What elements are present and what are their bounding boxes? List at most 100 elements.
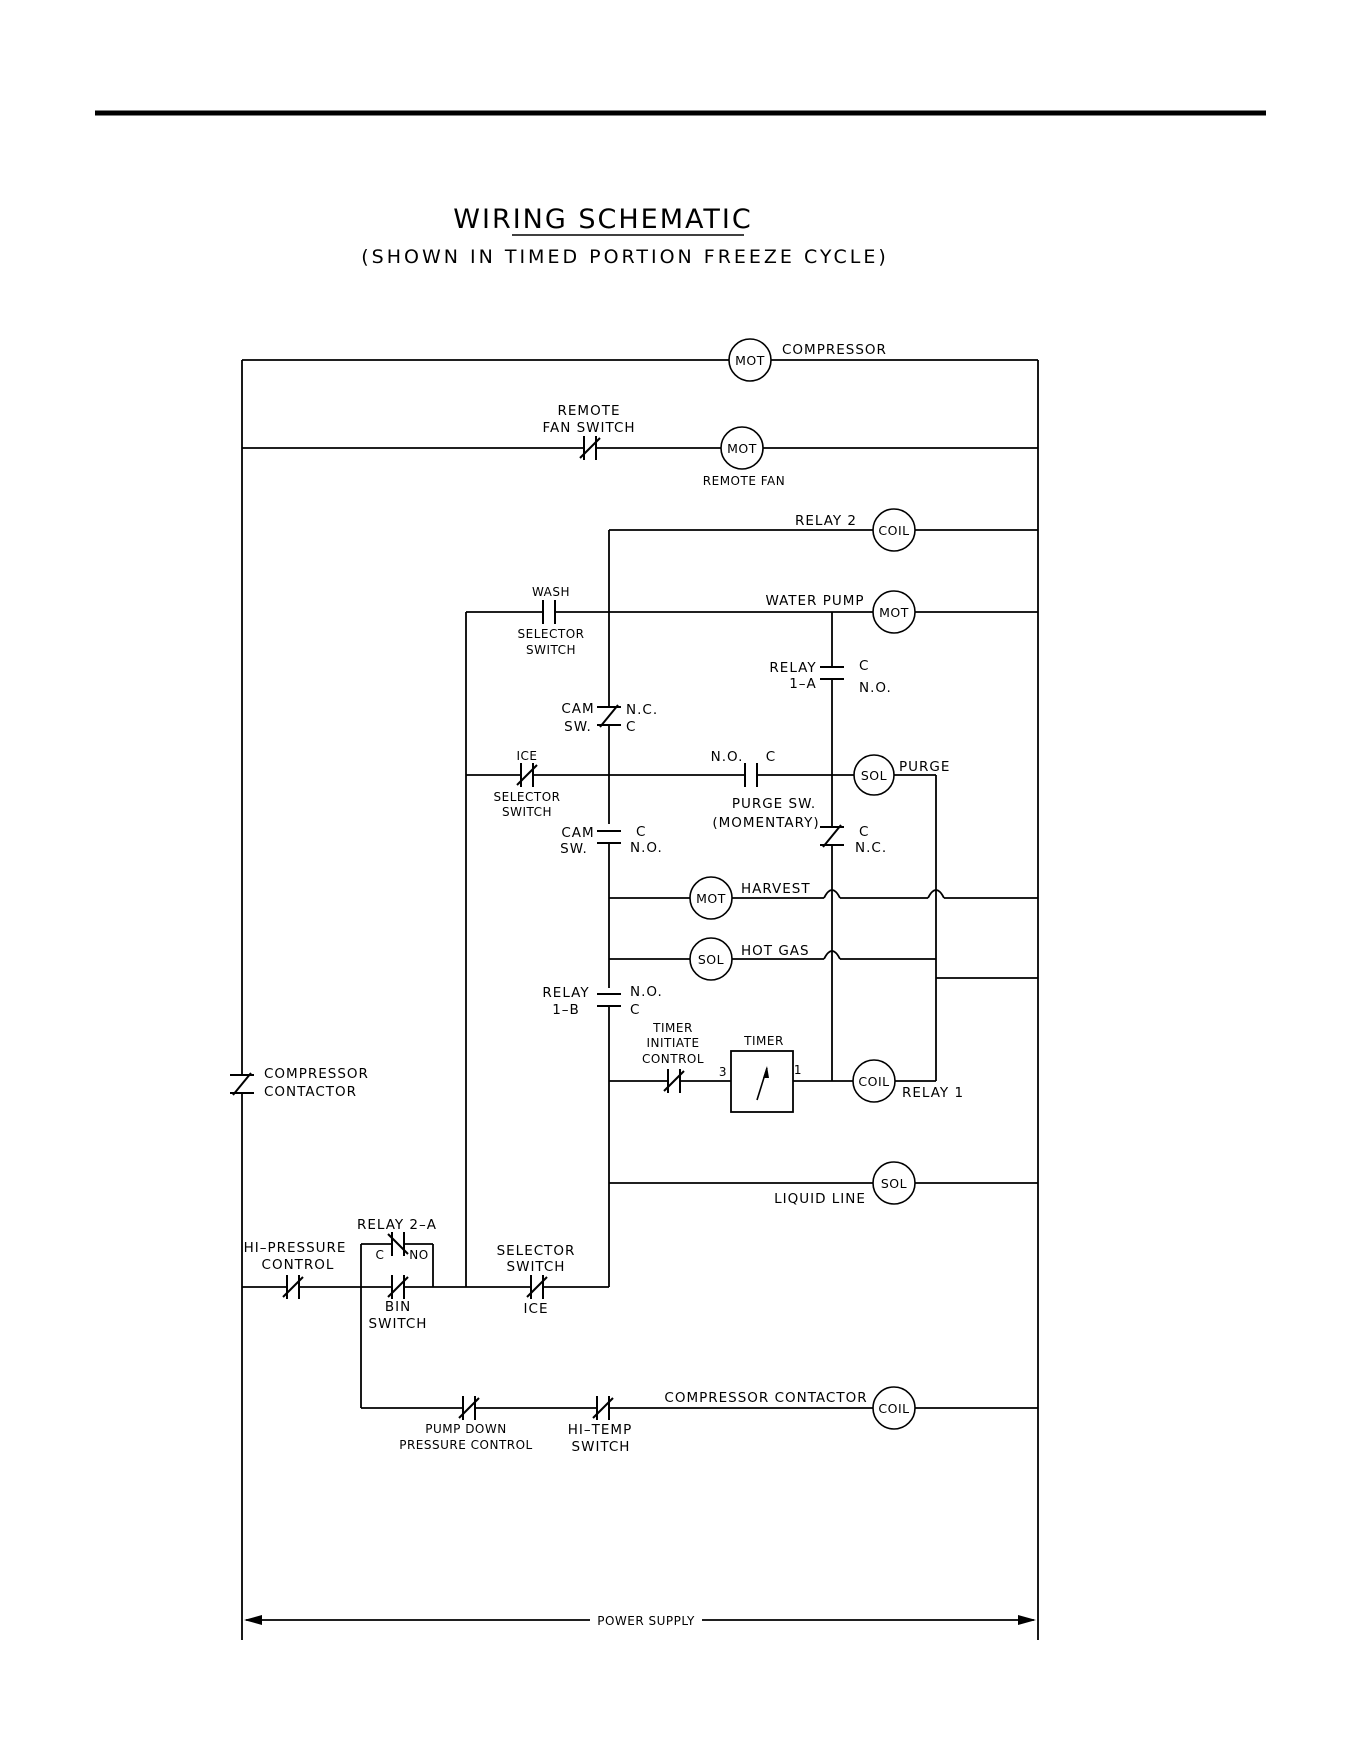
purge-sw-label-2: (MOMENTARY)	[712, 815, 819, 831]
compressor-contactor-coil-label: COMPRESSOR CONTACTOR	[664, 1390, 867, 1406]
selector-ice-label-3: ICE	[524, 1301, 549, 1317]
cam-sw-upper-nc: N.C.	[626, 702, 658, 718]
relay2-line	[608, 529, 1038, 1287]
svg-text:MOT: MOT	[735, 353, 765, 368]
cam-sw-lower-no: N.O.	[630, 840, 663, 856]
relay2-label: RELAY 2	[795, 513, 857, 529]
svg-text:SOL: SOL	[698, 952, 724, 967]
relay2-coil: COIL	[872, 508, 916, 552]
bin-switch-label-1: BIN	[385, 1299, 411, 1315]
compressor-contactor-label-1: COMPRESSOR	[264, 1066, 369, 1082]
compressor-contactor-label-2: CONTACTOR	[264, 1084, 357, 1100]
harvest-motor: MOT	[689, 876, 733, 920]
bin-switch-label-2: SWITCH	[369, 1316, 428, 1332]
harvest-label: HARVEST	[741, 881, 811, 897]
hot-gas-label: HOT GAS	[741, 943, 810, 959]
timer-initiate-label-1: TIMER	[652, 1021, 693, 1035]
purge-sw-label-1: PURGE SW.	[732, 796, 816, 812]
relay-2a-label: RELAY 2–A	[357, 1217, 437, 1233]
svg-text:SOL: SOL	[881, 1176, 907, 1191]
cam-sw-upper-label-1: CAM	[561, 701, 594, 717]
purge-line	[466, 763, 937, 1081]
pump-down-label-1: PUMP DOWN	[425, 1422, 506, 1436]
power-supply-dimension	[244, 1615, 1036, 1625]
purge-solenoid: SOL	[853, 754, 895, 796]
relay-1a-label-1: RELAY	[769, 660, 816, 676]
hi-pressure-label-2: CONTROL	[262, 1257, 335, 1273]
svg-text:SOL: SOL	[861, 768, 887, 783]
remote-fan-label: REMOTE FAN	[703, 474, 785, 488]
schematic-title: WIRING SCHEMATIC	[453, 204, 752, 235]
relay-1a-c: C	[859, 658, 869, 674]
svg-text:MOT: MOT	[879, 605, 909, 620]
control-circuit-line	[242, 1232, 1038, 1420]
timer-initiate-label-2: INITIATE	[646, 1036, 699, 1050]
remote-fan-line	[242, 436, 1038, 460]
ice-selector-label-1: SELECTOR	[494, 790, 561, 804]
water-pump-line	[465, 600, 1038, 1287]
relay-1b-no: N.O.	[630, 984, 663, 1000]
pump-down-label-2: PRESSURE CONTROL	[399, 1438, 533, 1452]
timer-line	[609, 1050, 936, 1113]
schematic-subtitle: (SHOWN IN TIMED PORTION FREEZE CYCLE)	[361, 246, 889, 268]
remote-fan-switch-label-2: FAN SWITCH	[542, 420, 635, 436]
compressor-contactor-contact	[230, 1072, 254, 1096]
relay-1b-contact	[597, 993, 621, 1007]
cam-sw-lower-label-1: CAM	[561, 825, 594, 841]
harvest-line	[609, 889, 1038, 899]
relay-1a-label-2: 1–A	[789, 676, 817, 692]
cam-sw-upper-label-2: SW.	[564, 719, 592, 735]
remote-fan-switch-label-1: REMOTE	[558, 403, 621, 419]
water-pump-label: WATER PUMP	[765, 593, 864, 609]
hi-temp-label-2: SWITCH	[572, 1439, 631, 1455]
cam-sw-upper-c: C	[626, 719, 636, 735]
relay1-coil: COIL	[852, 1059, 896, 1103]
purge-sw-c: C	[766, 749, 776, 765]
relay-1b-c: C	[630, 1002, 640, 1018]
cam-switch-lower	[597, 830, 621, 844]
svg-text:COIL: COIL	[878, 1401, 909, 1416]
hi-temp-label-1: HI–TEMP	[568, 1422, 632, 1438]
relay-1b-label-2: 1–B	[552, 1002, 580, 1018]
selector-ice-label-2: SWITCH	[507, 1259, 566, 1275]
water-pump-motor: MOT	[872, 590, 916, 634]
compressor-contactor-coil: COIL	[872, 1386, 916, 1430]
cam-sw-lower-label-2: SW.	[560, 841, 588, 857]
remote-fan-motor: MOT	[720, 426, 764, 470]
compressor-motor: MOT	[728, 338, 772, 382]
svg-text:COIL: COIL	[878, 523, 909, 538]
svg-text:MOT: MOT	[696, 891, 726, 906]
ice-selector-label-2: SWITCH	[502, 805, 552, 819]
relay-1b-label-1: RELAY	[542, 985, 589, 1001]
liquid-line-label: LIQUID LINE	[774, 1191, 866, 1207]
power-supply-label: POWER SUPPLY	[597, 1614, 695, 1628]
hi-pressure-label-1: HI–PRESSURE	[244, 1240, 347, 1256]
hot-gas-line	[609, 950, 1038, 979]
wash-selector-label-2: SWITCH	[526, 643, 576, 657]
purge-sw-no: N.O.	[711, 749, 744, 765]
purge-label: PURGE	[899, 759, 950, 775]
timer-terminal-3: 3	[719, 1065, 727, 1079]
purge-sw-nc: N.C.	[855, 840, 887, 856]
ice-label: ICE	[517, 749, 538, 763]
compressor-label: COMPRESSOR	[782, 342, 887, 358]
power-rails	[241, 360, 1039, 1640]
timer-label: TIMER	[743, 1034, 784, 1048]
relay-1a-no: N.O.	[859, 680, 892, 696]
liquid-line-solenoid: SOL	[872, 1161, 916, 1205]
svg-text:COIL: COIL	[858, 1074, 889, 1089]
purge-sw-c2: C	[859, 824, 869, 840]
selector-ice-label-1: SELECTOR	[497, 1243, 576, 1259]
relay-2a-c: C	[376, 1248, 385, 1262]
cam-switch-upper	[597, 704, 621, 728]
wash-selector-label-1: SELECTOR	[518, 627, 585, 641]
relay-2a-no: NO	[409, 1248, 428, 1262]
timer-initiate-label-3: CONTROL	[642, 1052, 704, 1066]
relay1-label: RELAY 1	[902, 1085, 964, 1101]
timer-terminal-1: 1	[794, 1063, 802, 1077]
wash-label: WASH	[532, 585, 570, 599]
cam-sw-lower-c: C	[636, 824, 646, 840]
hot-gas-solenoid: SOL	[689, 937, 733, 981]
svg-text:MOT: MOT	[727, 441, 757, 456]
